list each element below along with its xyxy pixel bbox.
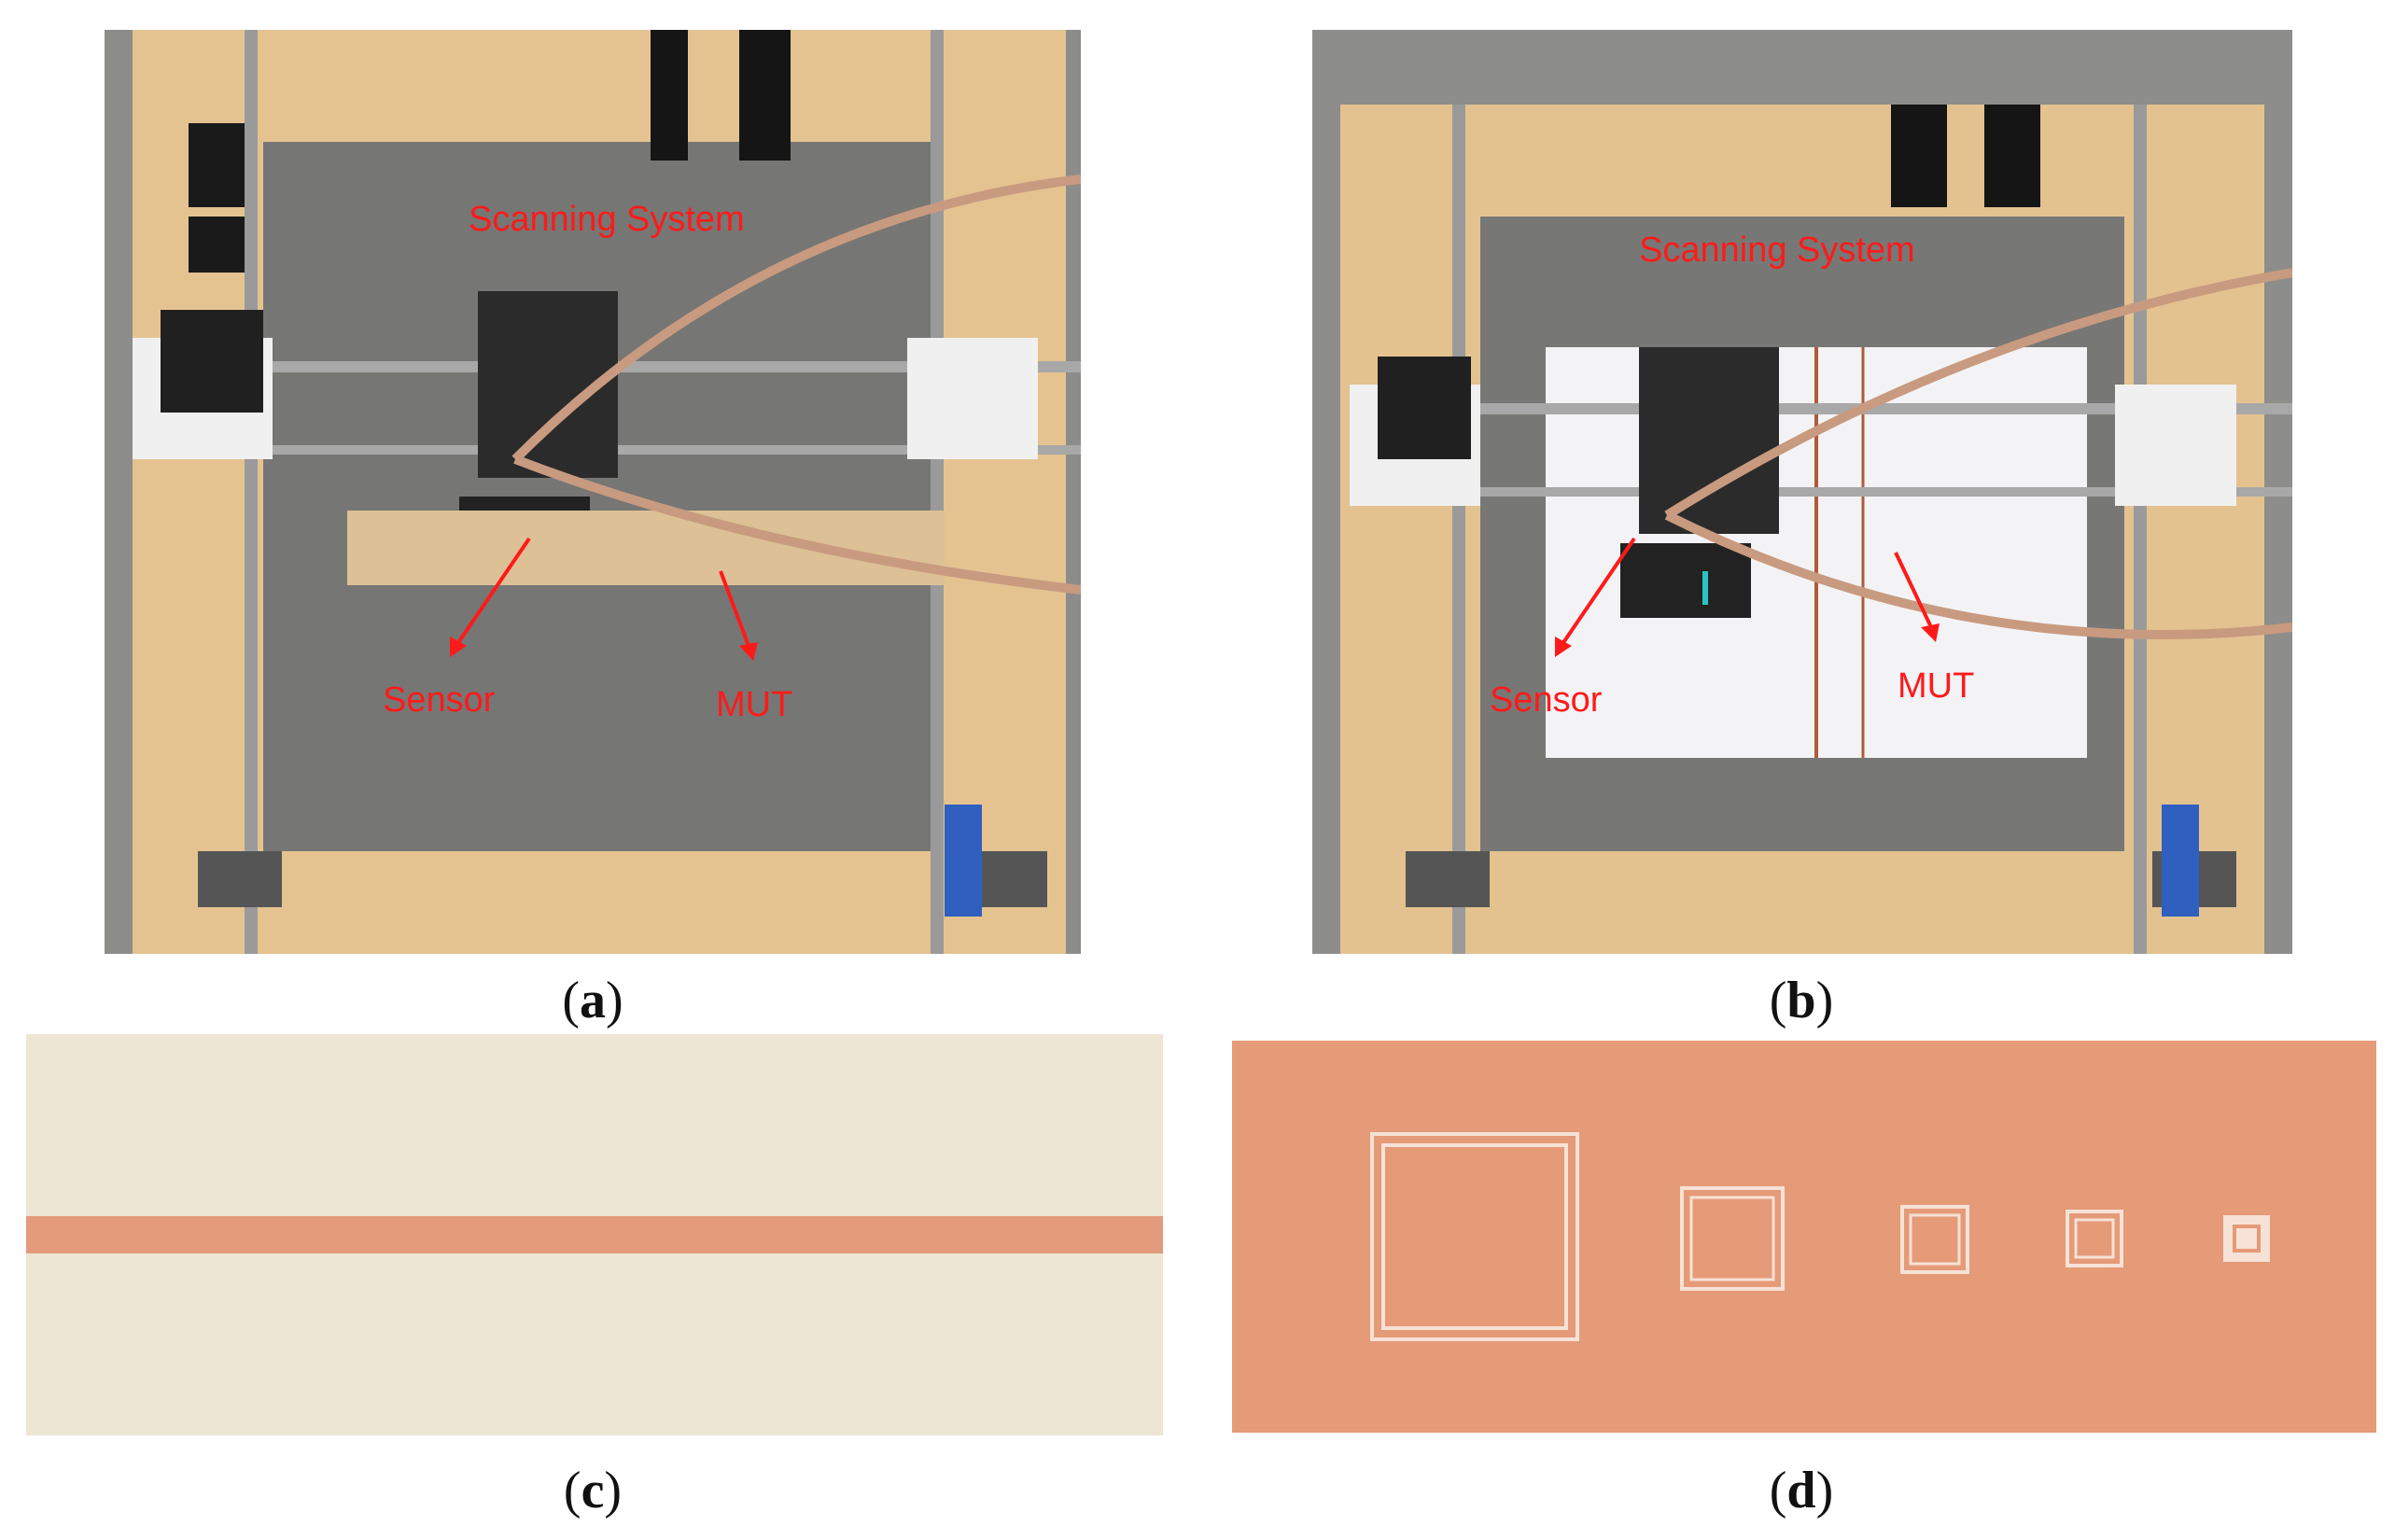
photo-panel-b: Scanning System Sensor MUT xyxy=(1312,30,2292,954)
scanning-system-label: Scanning System xyxy=(1639,231,1915,270)
caption-c: (c) xyxy=(563,1462,623,1519)
microstrip-photo xyxy=(26,1034,1163,1435)
resonator-medium xyxy=(1680,1186,1785,1291)
mut-label: MUT xyxy=(1898,666,1974,706)
sensor-label: Sensor xyxy=(1490,680,1603,720)
resonator-photo xyxy=(1232,1041,2376,1433)
mut-label: MUT xyxy=(716,685,792,724)
resonator-small xyxy=(1900,1205,1969,1274)
copper-strip xyxy=(26,1216,1163,1253)
caption-d: (d) xyxy=(1769,1462,1834,1519)
photo-panel-d xyxy=(1232,1041,2376,1433)
scanner-photo-b: Scanning System Sensor MUT xyxy=(1312,30,2292,954)
caption-b: (b) xyxy=(1769,972,1834,1029)
sensor-label: Sensor xyxy=(383,680,496,720)
resonator-smallest xyxy=(2223,1215,2270,1262)
sensor-arrow xyxy=(1555,537,1636,657)
mut-arrow xyxy=(1894,552,1940,642)
scanning-system-label: Scanning System xyxy=(469,200,745,239)
photo-panel-c xyxy=(26,1034,1163,1435)
photo-panel-a: Scanning System Sensor MUT xyxy=(105,30,1081,954)
resonator-smaller xyxy=(2066,1210,2123,1267)
sensor-arrow xyxy=(450,537,531,657)
scanner-photo-a: Scanning System Sensor MUT xyxy=(105,30,1081,954)
mut-arrow xyxy=(719,570,758,661)
resonator-large xyxy=(1370,1132,1579,1341)
caption-a: (a) xyxy=(562,972,623,1029)
